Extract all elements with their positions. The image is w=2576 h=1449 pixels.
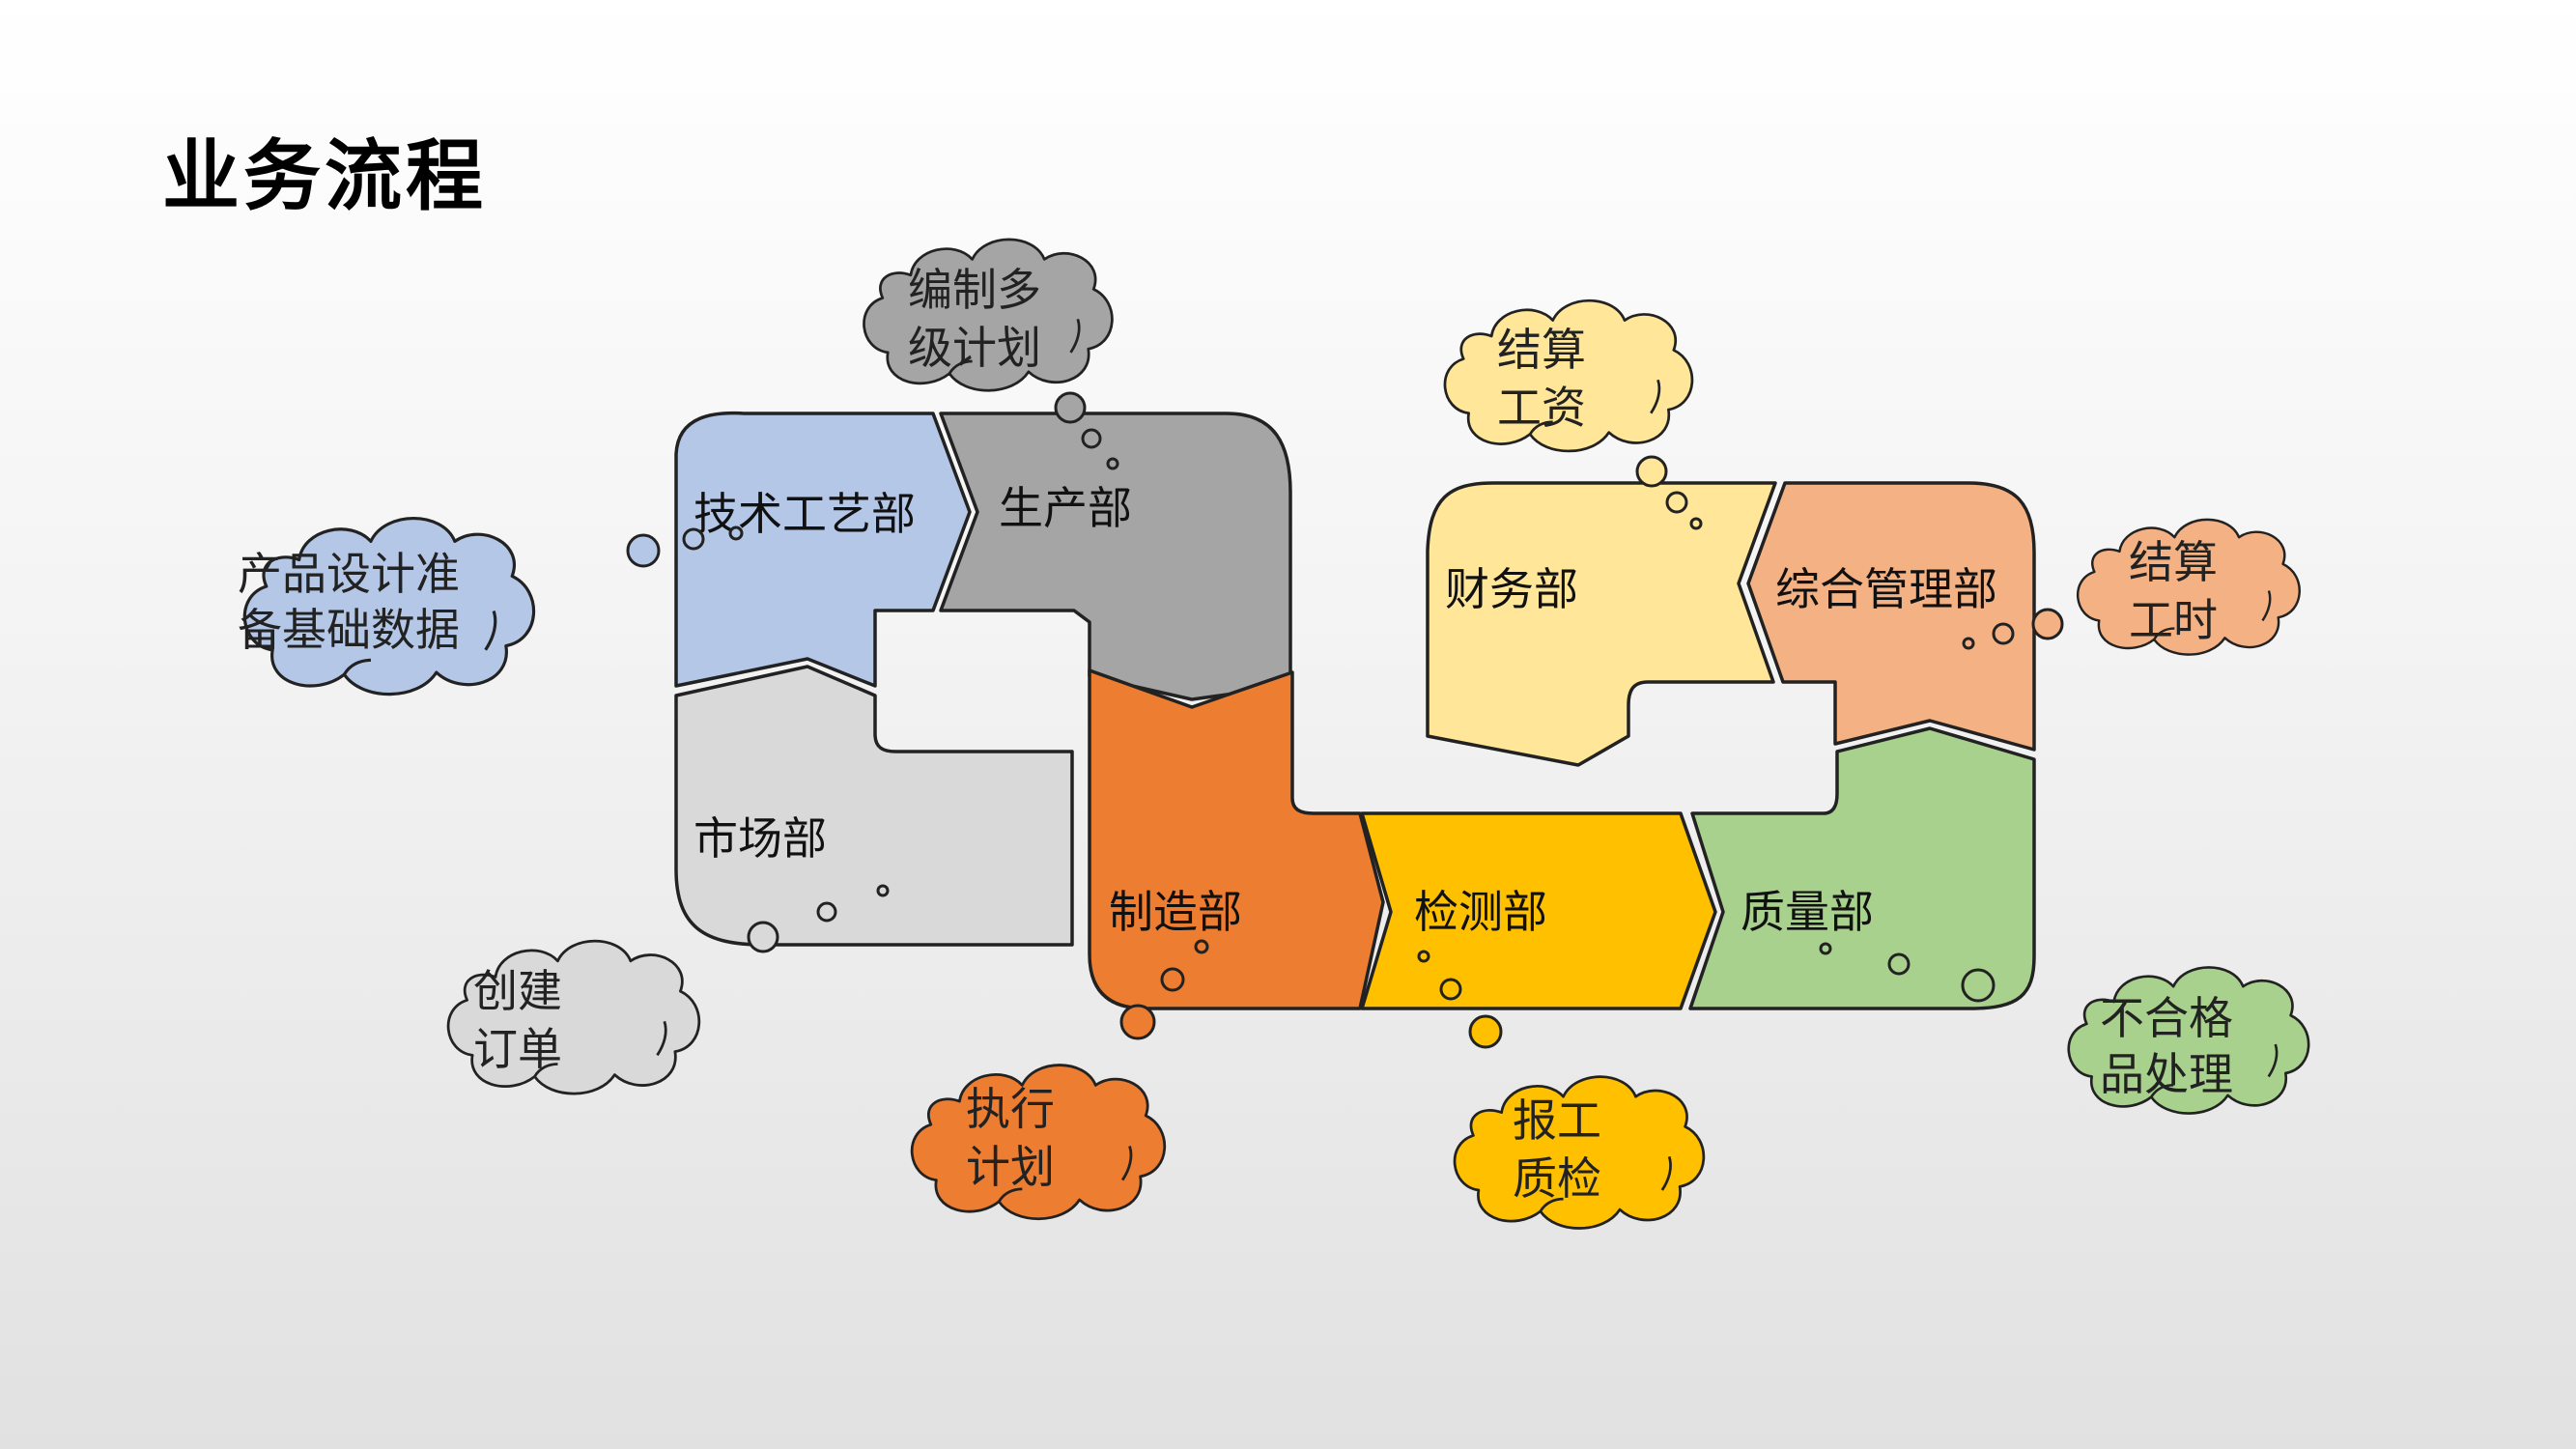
production-dept-shape bbox=[939, 412, 1292, 701]
cloud-wage: 结算 工资 bbox=[1443, 298, 1694, 453]
quality-dept-label: 质量部 bbox=[1741, 886, 1874, 938]
cloud-plan-line2: 级计划 bbox=[908, 322, 1041, 374]
cloud-nonconform-line2: 品处理 bbox=[2100, 1048, 2233, 1100]
trail-circle bbox=[1439, 978, 1462, 1001]
cloud-nonconform: 不合格 品处理 bbox=[2067, 965, 2310, 1116]
inspection-dept-label: 检测部 bbox=[1414, 886, 1547, 938]
trail-circle bbox=[747, 921, 779, 953]
cloud-report-line2: 质检 bbox=[1513, 1152, 1601, 1205]
trail-circle bbox=[1119, 1004, 1156, 1040]
cloud-hours: 结算 工时 bbox=[2076, 518, 2302, 657]
cloud-hours-line2: 工时 bbox=[2129, 594, 2218, 646]
trail-circle bbox=[1417, 950, 1430, 963]
trail-circle bbox=[1054, 391, 1087, 424]
trail-circle bbox=[1194, 939, 1209, 954]
manufacturing-dept-shape bbox=[1088, 668, 1385, 1010]
trail-circle bbox=[1635, 455, 1668, 488]
cloud-order-line1: 创建 bbox=[473, 965, 562, 1017]
trail-circle bbox=[1081, 428, 1102, 449]
trail-circle bbox=[1665, 491, 1688, 514]
admin-dept-shape bbox=[1746, 481, 2036, 752]
manufacturing-dept-label: 制造部 bbox=[1109, 886, 1242, 938]
cloud-design-line2: 备基础数据 bbox=[238, 604, 460, 656]
trail-circle bbox=[626, 533, 661, 568]
trail-circle bbox=[728, 526, 744, 541]
cloud-order: 创建 订单 bbox=[446, 939, 701, 1095]
market-dept-shape bbox=[674, 665, 1074, 947]
cloud-design-line1: 产品设计准 bbox=[238, 548, 460, 600]
trail-circle bbox=[1887, 952, 1911, 976]
cloud-hours-line1: 结算 bbox=[2129, 536, 2218, 588]
trail-circle bbox=[1468, 1014, 1503, 1049]
market-dept-label: 市场部 bbox=[694, 812, 827, 865]
cloud-order-line2: 订单 bbox=[473, 1023, 562, 1075]
cloud-plan: 编制多 级计划 bbox=[862, 238, 1114, 392]
production-dept-label: 生产部 bbox=[999, 482, 1132, 534]
tech-dept-shape bbox=[674, 411, 972, 688]
trail-circle bbox=[2031, 608, 2064, 640]
trail-circle bbox=[1819, 942, 1832, 955]
trail-circle bbox=[876, 884, 890, 897]
trail-circle bbox=[1992, 622, 2015, 645]
page-title: 业务流程 bbox=[162, 131, 487, 221]
cloud-execute: 执行 计划 bbox=[910, 1063, 1167, 1221]
quality-dept-shape bbox=[1688, 726, 2036, 1010]
trail-circle bbox=[1961, 968, 1996, 1003]
cloud-plan-line1: 编制多 bbox=[908, 264, 1041, 316]
trail-circle bbox=[816, 901, 837, 923]
admin-dept-label: 综合管理部 bbox=[1775, 563, 1997, 615]
trail-circle bbox=[682, 527, 705, 551]
cloud-report: 报工 质检 bbox=[1453, 1075, 1706, 1231]
cloud-wage-line1: 结算 bbox=[1497, 324, 1586, 376]
trail-circle bbox=[1962, 637, 1975, 650]
cloud-design: 产品设计准 备基础数据 bbox=[238, 519, 534, 695]
inspection-dept-shape bbox=[1360, 811, 1717, 1010]
cloud-execute-line2: 计划 bbox=[966, 1141, 1055, 1193]
tech-dept-label: 技术工艺部 bbox=[694, 488, 916, 540]
trail-circle bbox=[1689, 517, 1703, 530]
cloud-execute-line1: 执行 bbox=[966, 1083, 1055, 1135]
trail-circle bbox=[1160, 967, 1185, 992]
cloud-nonconform-line1: 不合格 bbox=[2100, 992, 2233, 1044]
cloud-report-line1: 报工 bbox=[1513, 1094, 1601, 1147]
trail-circle bbox=[1106, 457, 1119, 470]
finance-dept-label: 财务部 bbox=[1445, 563, 1578, 615]
finance-dept-shape bbox=[1426, 481, 1777, 767]
cloud-wage-line2: 工资 bbox=[1497, 382, 1586, 434]
